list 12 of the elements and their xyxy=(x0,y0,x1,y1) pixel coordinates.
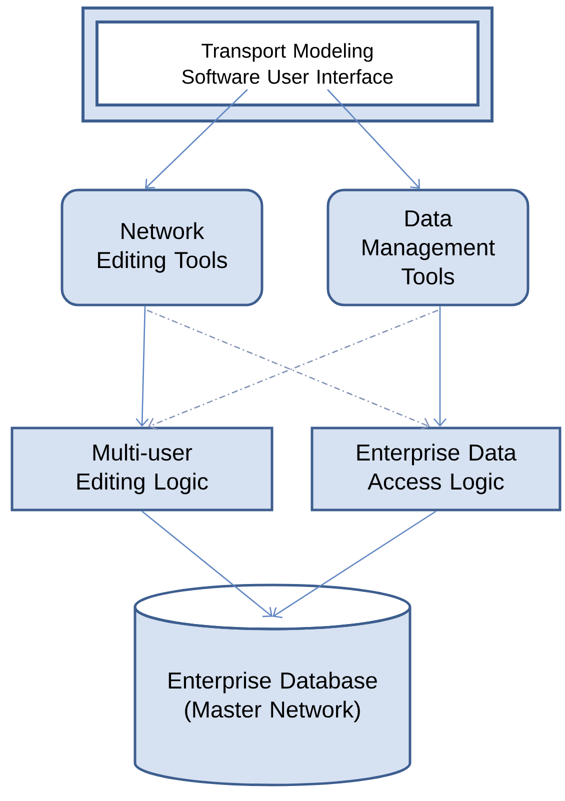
logic-box: Enterprise Data Access Logic xyxy=(310,426,562,512)
database-cylinder: Enterprise Database (Master Network) xyxy=(134,584,412,786)
interface-box: Transport Modeling Software User Interface xyxy=(82,6,494,122)
arrow xyxy=(434,306,446,427)
arrow xyxy=(142,510,272,618)
tool-box: Data Management Tools xyxy=(326,188,530,306)
arrow xyxy=(145,89,248,189)
arrow xyxy=(272,510,436,618)
tool-box: Network Editing Tools xyxy=(60,188,264,306)
logic-box: Multi-user Editing Logic xyxy=(10,426,274,512)
arrow xyxy=(327,89,420,189)
arrow xyxy=(136,306,149,427)
